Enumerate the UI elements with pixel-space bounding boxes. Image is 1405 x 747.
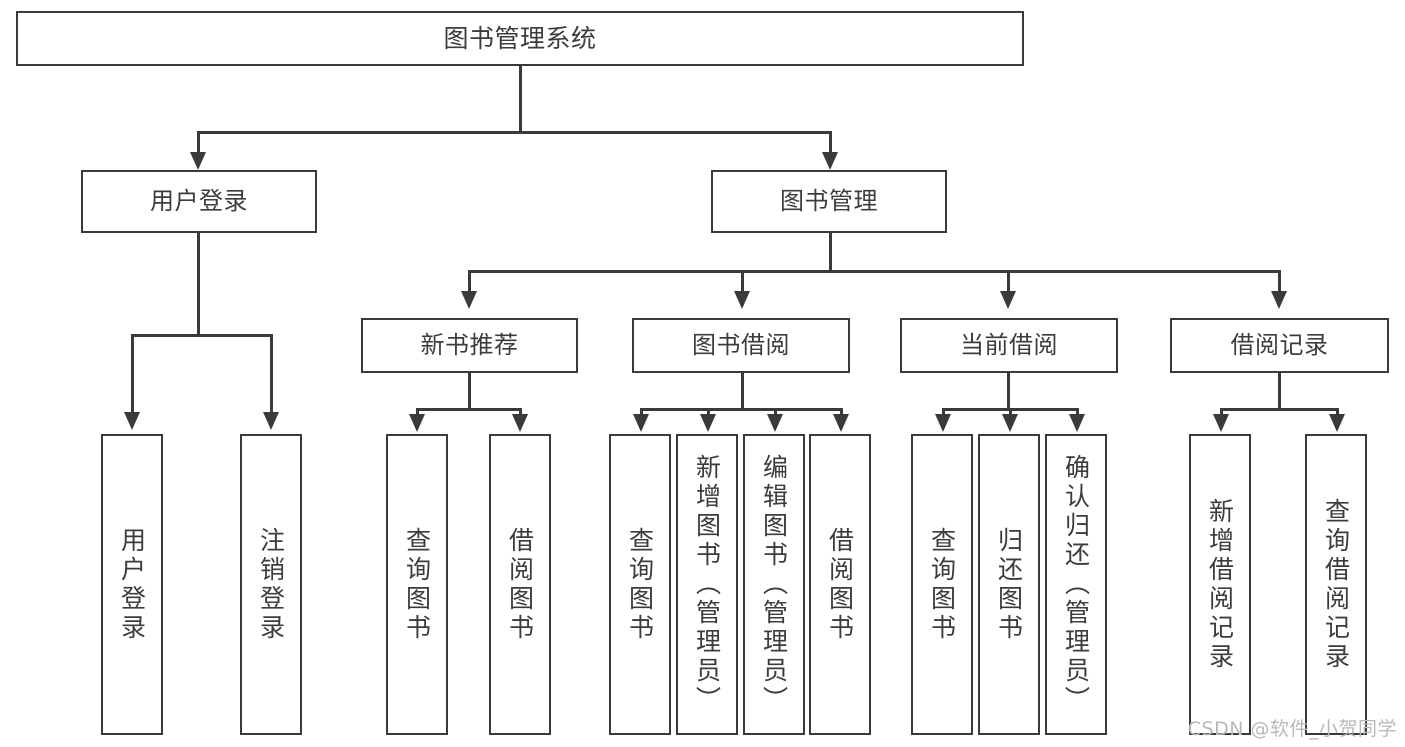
- arrow-bm-to-new-book: [461, 291, 477, 309]
- connector-user-login-splitter: [131, 334, 272, 337]
- leaf-borrow-book[interactable]: 借阅图书: [809, 434, 871, 735]
- arrow-bb-to-leaf-2: [700, 414, 716, 432]
- node-label: 查询图书: [625, 526, 655, 643]
- connector-new-book-splitter: [416, 408, 521, 411]
- csdn-watermark: CSDN @软件_小贺同学: [1187, 718, 1397, 740]
- node-label: 归还图书: [994, 526, 1024, 643]
- connector-newbook-to-leaf-2: [519, 408, 522, 417]
- node-label: 图书管理系统: [443, 23, 597, 53]
- connector-root-splitter: [197, 131, 831, 134]
- connector-borrow-record-trunk: [1278, 373, 1281, 410]
- connector-borrow-record-splitter: [1220, 408, 1338, 411]
- node-label: 当前借阅: [960, 331, 1058, 360]
- connector-book-management-trunk: [829, 233, 832, 272]
- arrow-bm-to-borrow-record: [1271, 291, 1287, 309]
- connector-new-book-trunk: [468, 373, 471, 410]
- leaf-edit-book-admin[interactable]: 编辑图书（管理员）: [743, 434, 805, 735]
- node-label: 新增图书（管理员）: [692, 454, 722, 715]
- connector-user-login-to-leaf-2: [270, 334, 273, 415]
- node-label: 查询图书: [927, 526, 957, 643]
- connector-cb-to-leaf-2: [1009, 408, 1012, 417]
- connector-current-borrow-trunk: [1007, 373, 1010, 410]
- connector-bm-to-current-borrow: [1007, 270, 1010, 294]
- node-label: 用户登录: [150, 187, 248, 216]
- arrow-user-login-to-leaf-2: [263, 412, 279, 430]
- node-label: 注销登录: [256, 526, 286, 643]
- node-book-management-system[interactable]: 图书管理系统: [16, 11, 1024, 66]
- node-current-borrow[interactable]: 当前借阅: [900, 318, 1118, 373]
- connector-br-to-leaf-2: [1336, 408, 1339, 417]
- arrow-cb-to-leaf-3: [1069, 414, 1085, 432]
- connector-root-to-book-management: [829, 131, 832, 156]
- node-new-book-recommend[interactable]: 新书推荐: [361, 318, 578, 373]
- leaf-user-login[interactable]: 用户登录: [101, 434, 163, 735]
- connector-book-management-splitter: [468, 270, 1280, 273]
- node-label: 编辑图书（管理员）: [759, 454, 789, 715]
- node-label: 图书管理: [780, 187, 878, 216]
- connector-root-to-user-login: [197, 131, 200, 156]
- node-user-login[interactable]: 用户登录: [81, 170, 317, 233]
- connector-bb-to-leaf-1: [640, 408, 643, 417]
- node-label: 查询图书: [402, 526, 432, 643]
- node-label: 用户登录: [117, 526, 147, 643]
- leaf-borrow-book-newbook[interactable]: 借阅图书: [489, 434, 551, 735]
- leaf-logout[interactable]: 注销登录: [240, 434, 302, 735]
- arrow-newbook-to-leaf-1: [409, 414, 425, 432]
- leaf-query-book-current[interactable]: 查询图书: [911, 434, 973, 735]
- leaf-return-book[interactable]: 归还图书: [978, 434, 1040, 735]
- connector-user-login-to-leaf-1: [131, 334, 134, 415]
- node-label: 图书借阅: [692, 331, 790, 360]
- connector-bb-to-leaf-3: [774, 408, 777, 417]
- connector-bm-to-new-book: [468, 270, 471, 294]
- arrow-bm-to-current-borrow: [1000, 291, 1016, 309]
- connector-cb-to-leaf-3: [1076, 408, 1079, 417]
- node-book-management[interactable]: 图书管理: [711, 170, 947, 233]
- arrow-user-login-to-leaf-1: [124, 412, 140, 430]
- connector-root-trunk: [519, 66, 522, 132]
- leaf-add-borrow-record[interactable]: 新增借阅记录: [1189, 434, 1251, 735]
- node-label: 借阅图书: [825, 526, 855, 643]
- arrow-bb-to-leaf-1: [633, 414, 649, 432]
- arrow-br-to-leaf-1: [1213, 414, 1229, 432]
- arrow-bb-to-leaf-4: [833, 414, 849, 432]
- node-label: 新增借阅记录: [1205, 497, 1235, 672]
- connector-newbook-to-leaf-1: [416, 408, 419, 417]
- node-label: 新书推荐: [420, 331, 519, 360]
- leaf-query-book-newbook[interactable]: 查询图书: [386, 434, 448, 735]
- node-borrow-record[interactable]: 借阅记录: [1170, 318, 1389, 373]
- connector-bb-to-leaf-2: [707, 408, 710, 417]
- leaf-add-book-admin[interactable]: 新增图书（管理员）: [676, 434, 738, 735]
- arrow-root-to-user-login: [190, 152, 206, 170]
- arrow-bm-to-book-borrow: [734, 291, 750, 309]
- connector-book-borrow-trunk: [741, 373, 744, 410]
- arrow-bb-to-leaf-3: [767, 414, 783, 432]
- arrow-cb-to-leaf-2: [1002, 414, 1018, 432]
- leaf-confirm-return-admin[interactable]: 确认归还（管理员）: [1045, 434, 1107, 735]
- leaf-query-book-borrow[interactable]: 查询图书: [609, 434, 671, 735]
- arrow-cb-to-leaf-1: [935, 414, 951, 432]
- arrow-newbook-to-leaf-2: [512, 414, 528, 432]
- node-label: 查询借阅记录: [1321, 497, 1351, 672]
- connector-br-to-leaf-1: [1220, 408, 1223, 417]
- node-label: 借阅图书: [505, 526, 535, 643]
- connector-bb-to-leaf-4: [840, 408, 843, 417]
- node-label: 借阅记录: [1230, 331, 1329, 360]
- arrow-br-to-leaf-2: [1329, 414, 1345, 432]
- connector-book-borrow-splitter: [640, 408, 842, 411]
- node-label: 确认归还（管理员）: [1061, 454, 1091, 715]
- node-book-borrow[interactable]: 图书借阅: [632, 318, 850, 373]
- connector-user-login-trunk: [197, 233, 200, 336]
- connector-cb-to-leaf-1: [942, 408, 945, 417]
- arrow-root-to-book-management: [822, 152, 838, 170]
- leaf-query-borrow-record[interactable]: 查询借阅记录: [1305, 434, 1367, 735]
- connector-bm-to-book-borrow: [741, 270, 744, 294]
- connector-bm-to-borrow-record: [1278, 270, 1281, 294]
